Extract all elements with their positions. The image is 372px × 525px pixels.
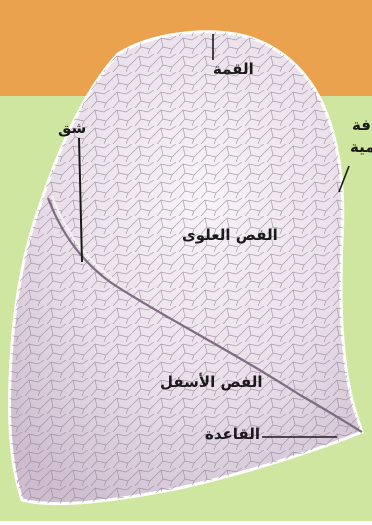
label-apex: القمة xyxy=(213,62,254,77)
label-costal-surface-line2: مية xyxy=(350,140,372,155)
label-base: القاعدة xyxy=(205,427,260,442)
label-fissure: شق xyxy=(58,121,86,136)
label-costal-surface-line1: فة xyxy=(352,118,371,133)
label-upper-lobe: الفص العلوى xyxy=(182,228,278,243)
label-lower-lobe: الفص الأسفل xyxy=(160,375,263,390)
